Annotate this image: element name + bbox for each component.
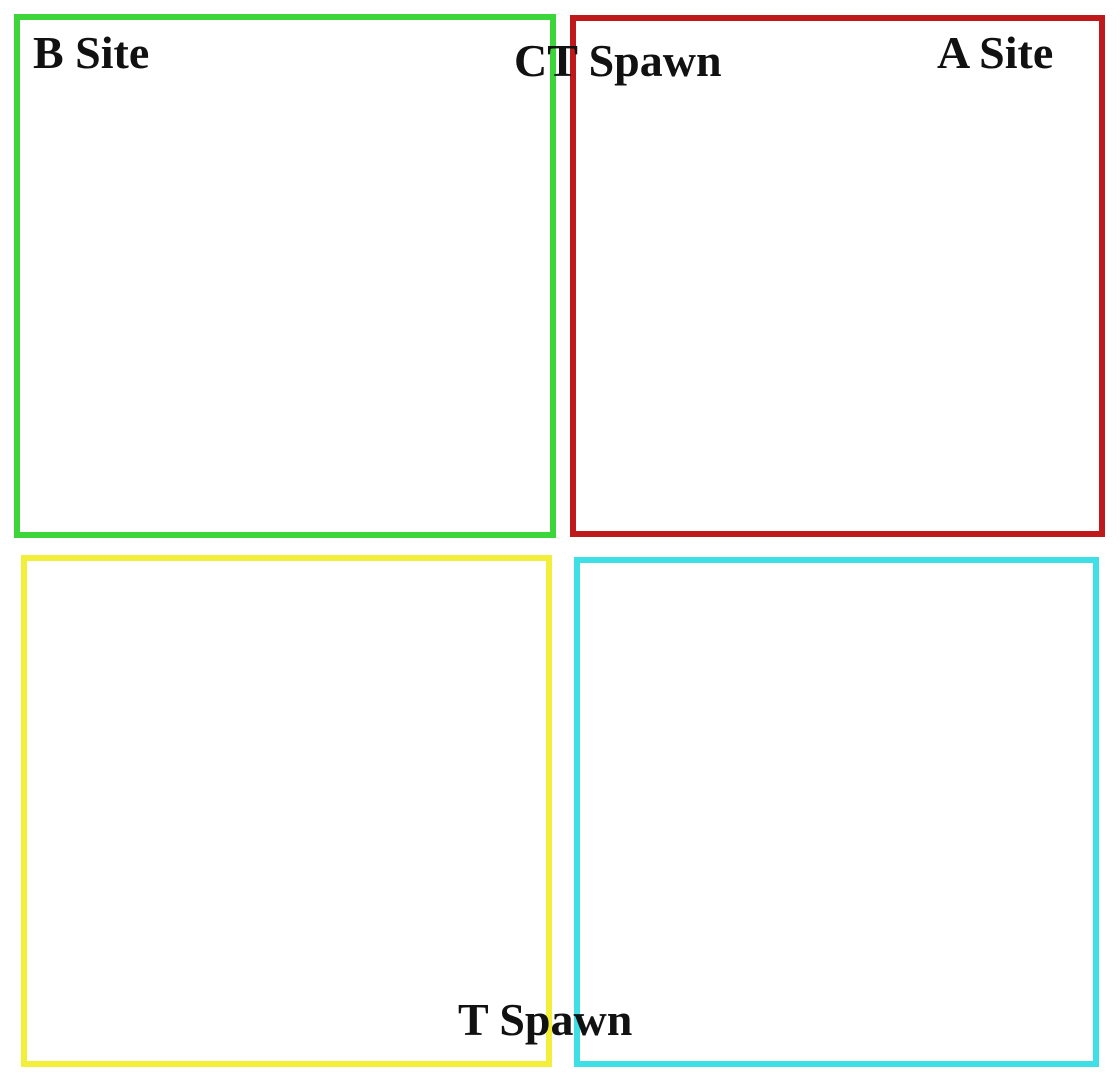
zone-top-right-red-box bbox=[570, 15, 1105, 537]
ct-spawn-label: CT Spawn bbox=[514, 35, 722, 86]
b-site-label: B Site bbox=[33, 27, 150, 78]
a-site-label: A Site bbox=[937, 27, 1054, 78]
t-spawn-label: T Spawn bbox=[458, 994, 633, 1045]
zone-bottom-right-cyan-box bbox=[574, 557, 1099, 1067]
zone-bottom-left-yellow-box bbox=[21, 555, 552, 1067]
zone-top-left-green-box bbox=[14, 14, 556, 538]
